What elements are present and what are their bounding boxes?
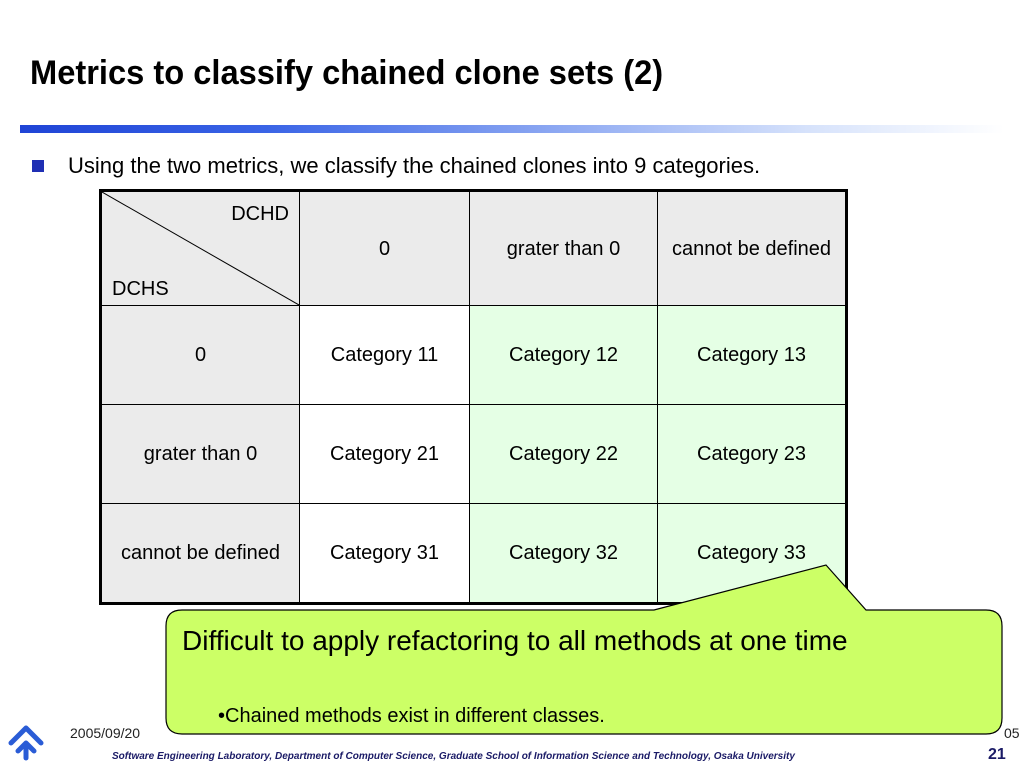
callout-shape	[165, 564, 1003, 735]
row-axis-label: DCHS	[112, 278, 169, 300]
table-corner-cell: DCHD DCHS	[100, 190, 300, 306]
column-axis-label: DCHD	[231, 203, 289, 225]
slide-date: 2005/09/20	[70, 725, 141, 741]
column-header: cannot be defined	[657, 190, 847, 306]
callout-main-text: Difficult to apply refactoring to all me…	[182, 625, 848, 656]
category-cell: Category 12	[469, 305, 658, 405]
category-cell: Category 21	[299, 404, 470, 504]
column-header: 0	[299, 190, 470, 306]
table-row: 0 Category 11 Category 12 Category 13	[100, 305, 847, 405]
table-row: grater than 0 Category 21 Category 22 Ca…	[100, 404, 847, 504]
square-bullet-icon	[32, 160, 44, 172]
footer-affiliation: Software Engineering Laboratory, Departm…	[112, 751, 795, 762]
row-header: 0	[100, 305, 300, 405]
category-cell: Category 32	[469, 503, 658, 604]
slide-number: 21	[988, 746, 1006, 763]
diagonal-line	[102, 192, 299, 305]
bullet-item: Using the two metrics, we classify the c…	[32, 150, 760, 182]
table-row: cannot be defined Category 31 Category 3…	[100, 503, 847, 604]
category-cell: Category 23	[657, 404, 847, 504]
category-table: DCHD DCHS 0 grater than 0 cannot be defi…	[99, 189, 848, 605]
osaka-university-logo-icon	[8, 725, 44, 761]
category-cell: Category 13	[657, 305, 847, 405]
category-cell: Category 22	[469, 404, 658, 504]
callout-box: Difficult to apply refactoring to all me…	[164, 563, 1006, 738]
row-header: cannot be defined	[100, 503, 300, 604]
bullet-text: Using the two metrics, we classify the c…	[68, 153, 761, 178]
slide-title: Metrics to classify chained clone sets (…	[30, 54, 664, 92]
category-cell: Category 11	[299, 305, 470, 405]
callout-sub-text: •Chained methods exist in different clas…	[218, 705, 605, 727]
title-divider	[20, 125, 1004, 133]
slide-page-tail: 05	[1004, 725, 1020, 741]
category-cell: Category 33	[657, 503, 847, 604]
column-header: grater than 0	[469, 190, 658, 306]
category-cell: Category 31	[299, 503, 470, 604]
row-header: grater than 0	[100, 404, 300, 504]
table-header-row: DCHD DCHS 0 grater than 0 cannot be defi…	[100, 190, 847, 306]
